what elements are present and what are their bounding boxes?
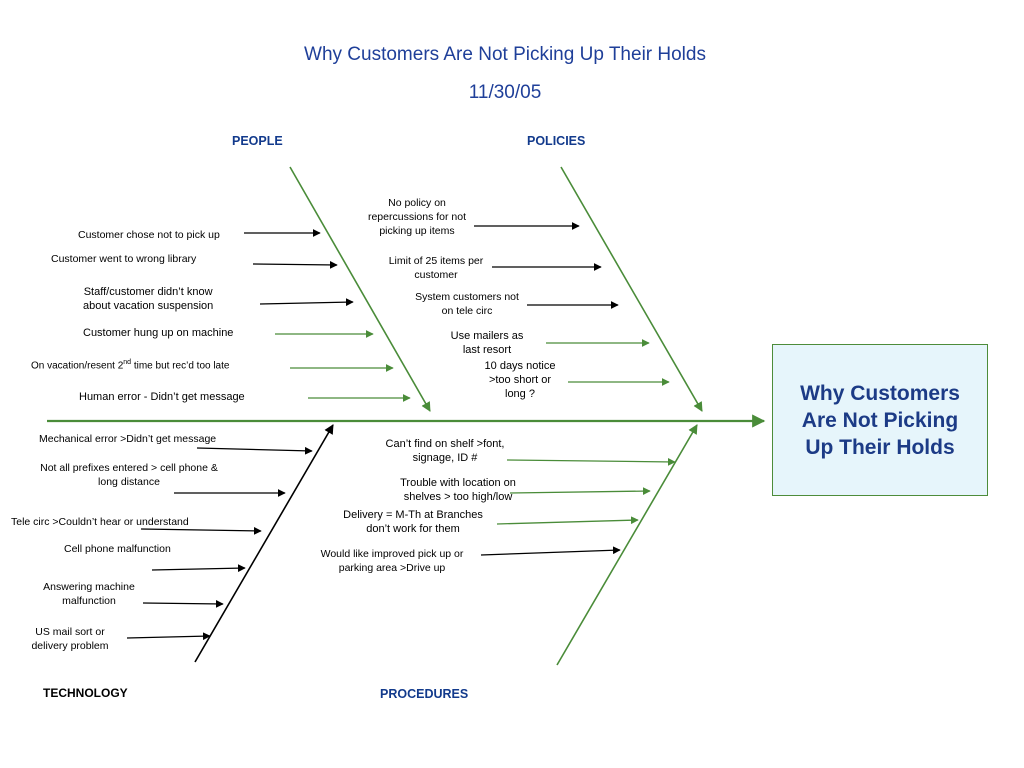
cause-arrow-technology-6 [126, 632, 211, 641]
cause-arrow-technology-4 [151, 564, 246, 573]
cause-arrow-people-3 [259, 298, 354, 307]
cause-arrow-technology-1 [196, 446, 313, 455]
cause-procedures-4: Would like improved pick up or parking a… [320, 548, 464, 574]
bone-people [289, 166, 431, 412]
category-technology: TECHNOLOGY [43, 686, 128, 700]
cause-arrow-procedures-4 [480, 546, 621, 556]
page-title: Why Customers Are Not Picking Up Their H… [304, 44, 706, 65]
cause-arrow-people-2 [252, 261, 338, 269]
cause-policies-4: Use mailers as last resort [450, 330, 524, 356]
cause-people-4: Customer hung up on machine [83, 327, 234, 339]
cause-policies-2: Limit of 25 items per customer [388, 255, 484, 281]
cause-policies-5: 10 days notice >too short or long ? [484, 360, 556, 400]
category-people: PEOPLE [232, 134, 283, 148]
cause-procedures-2: Trouble with location on shelves > too h… [400, 477, 516, 503]
page-date: 11/30/05 [468, 82, 542, 103]
cause-technology-2: Not all prefixes entered > cell phone & … [40, 462, 218, 488]
bone-policies [560, 166, 703, 412]
cause-people-2: Customer went to wrong library [51, 253, 197, 265]
cause-people-1: Customer chose not to pick up [78, 229, 220, 241]
cause-technology-5: Answering machine malfunction [43, 581, 135, 607]
cause-technology-3: Tele circ >Couldn’t hear or understand [11, 516, 189, 528]
cause-technology-4: Cell phone malfunction [64, 543, 171, 555]
effect-box: Why Customers Are Not Picking Up Their H… [772, 344, 988, 496]
category-procedures: PROCEDURES [380, 687, 469, 701]
cause-policies-3: System customers not on tele circ [415, 291, 519, 317]
category-policies: POLICIES [527, 134, 586, 148]
cause-people-3: Staff/customer didn’t know about vacatio… [83, 286, 214, 312]
cause-procedures-3: Delivery = M-Th at Branches don’t work f… [343, 509, 483, 535]
cause-procedures-1: Can’t find on shelf >font, signage, ID # [385, 438, 505, 464]
cause-arrow-technology-5 [142, 600, 224, 608]
cause-arrow-procedures-2 [509, 487, 651, 495]
cause-people-5: On vacation/resent 2nd time but rec’d to… [31, 359, 230, 372]
cause-people-6: Human error - Didn’t get message [79, 391, 245, 403]
cause-arrow-technology-3 [140, 526, 262, 535]
cause-technology-1: Mechanical error >Didn’t get message [39, 433, 217, 445]
bone-technology [194, 424, 334, 663]
cause-arrow-procedures-3 [496, 516, 639, 525]
cause-arrow-procedures-1 [506, 458, 676, 466]
effect-label: Why Customers Are Not Picking Up Their H… [800, 381, 960, 459]
cause-technology-6: US mail sort or delivery problem [31, 626, 109, 652]
cause-policies-1: No policy on repercussions for not picki… [367, 197, 467, 237]
